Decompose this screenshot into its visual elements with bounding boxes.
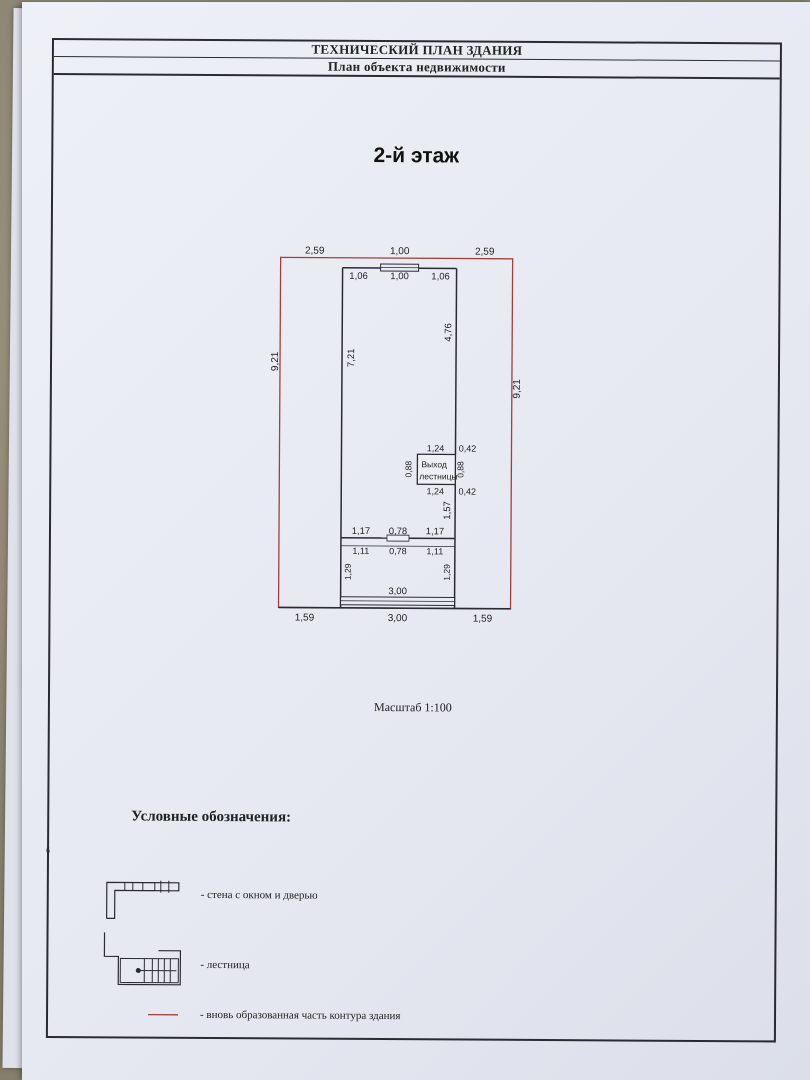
dim-low-left: 1,11 — [352, 546, 369, 556]
dim-bottom-inner: 3,00 — [388, 586, 407, 597]
exit-label-line2: лестницы — [419, 471, 457, 481]
dim-exit-bottom: 1,24 — [426, 486, 444, 496]
dim-inner-top-center: 1,00 — [390, 271, 409, 282]
door-opening — [386, 534, 410, 542]
inner-wall-right-upper — [454, 268, 458, 455]
dim-inner-top-right: 1,06 — [431, 271, 450, 282]
dim-right-outer: 9,21 — [512, 379, 523, 399]
bottom-wall — [278, 606, 511, 610]
dim-exit-right: 0,88 — [455, 461, 465, 478]
dim-mid-center: 0,78 — [389, 526, 408, 537]
lower-room-top — [340, 545, 455, 547]
dim-exit-top: 1,24 — [427, 443, 445, 453]
inner-wall-left — [339, 267, 344, 608]
legend-item-wall: - стена с окном и дверью — [200, 888, 318, 902]
dim-low-right: 1,11 — [426, 546, 443, 556]
dim-exit-left: 0,88 — [403, 461, 413, 478]
legend-title: Условные обозначения: — [131, 808, 292, 826]
dim-mid-left: 1,17 — [352, 526, 371, 537]
dim-bottom-center: 3,00 — [388, 613, 408, 624]
document-page: 6 ТЕХНИЧЕСКИЙ ПЛАН ЗДАНИЯ План объекта н… — [22, 2, 810, 1080]
legend-item-new-contour: - вновь образованная часть контура здани… — [199, 1008, 401, 1023]
dim-top-center: 1,00 — [390, 246, 410, 257]
dim-left-outer: 9,21 — [270, 351, 281, 371]
dim-bottom-right: 1,59 — [473, 614, 493, 625]
legend-item-stair: - лестница — [200, 958, 250, 972]
dim-lower-right-height: 1,29 — [442, 564, 452, 581]
drawing-frame: ТЕХНИЧЕСКИЙ ПЛАН ЗДАНИЯ План объекта нед… — [45, 38, 782, 1043]
dim-inner-top-left: 1,06 — [349, 271, 368, 282]
legend-wall-symbol — [106, 880, 180, 920]
floor-plan: 2,59 1,00 2,59 1,06 1,00 1,06 9,21 9,21 … — [270, 246, 523, 625]
dim-lower-left-height: 1,29 — [343, 563, 353, 580]
dim-bottom-left: 1,59 — [295, 612, 315, 623]
dim-exit-bottom-right: 0,42 — [458, 486, 476, 496]
dim-inner-right-upper: 4,76 — [443, 323, 454, 342]
legend-stair-symbol — [103, 932, 182, 986]
window-bottom-pane — [340, 600, 455, 602]
dim-exit-top-right: 0,42 — [459, 443, 477, 453]
dim-mid-right: 1,17 — [426, 526, 445, 537]
dim-inner-left: 7,21 — [346, 349, 357, 368]
dim-top-left: 2,59 — [305, 246, 325, 257]
page-number: 6 — [46, 846, 50, 855]
dim-inner-right-lower: 1,57 — [442, 501, 453, 520]
stair-exit-box — [416, 453, 457, 486]
exit-label-line1: Выход — [421, 459, 447, 469]
dim-top-right: 2,59 — [475, 247, 495, 258]
dim-low-center: 0,78 — [389, 546, 407, 556]
